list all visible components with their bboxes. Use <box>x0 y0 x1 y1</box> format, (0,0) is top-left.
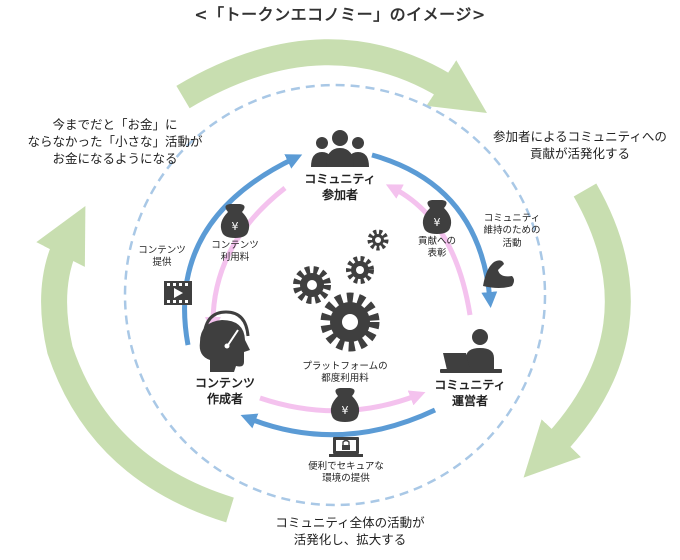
flow-label-line: 便利でセキュアな <box>308 461 384 472</box>
caption-line: 今までだと「お金」に <box>52 117 178 132</box>
arrow-participants-to-creator <box>204 186 287 333</box>
community-boundary-circle <box>123 83 547 507</box>
caption-line: 参加者によるコミュニティへの <box>493 129 667 144</box>
outer-arrow-top <box>176 39 487 113</box>
flow-label-line: 活動 <box>502 237 522 249</box>
node-participants-label: コミュニティ 参加者 <box>300 172 380 203</box>
arrow-participants-to-operator <box>371 152 498 308</box>
flow-label-recognition: 貢献への 表彰 <box>407 236 467 261</box>
outer-arrow-right <box>523 183 631 478</box>
gears-icon <box>293 229 389 352</box>
flow-label-line: コミュニティ <box>483 213 541 224</box>
flow-label-line: 環境の提供 <box>322 473 370 485</box>
secure-laptop-icon <box>329 437 363 457</box>
svg-text:¥: ¥ <box>342 404 349 417</box>
node-label-line: コミュニティ <box>304 172 376 186</box>
flow-label-content-fee: コンテンツ 利用料 <box>205 240 265 265</box>
caption-line: 活発化し、拡大する <box>293 531 407 547</box>
caption-line: お金になるようになる <box>52 150 178 166</box>
caption-contribution-activated: 参加者によるコミュニティへの 貢献が活発化する <box>480 129 680 163</box>
caption-line: ならなかった「小さな」活動が <box>27 133 203 149</box>
flow-label-line: 表彰 <box>427 248 447 260</box>
yen-money-bag-icon: ¥ <box>330 388 360 422</box>
flow-label-line: 都度利用料 <box>321 373 369 385</box>
arrow-creator-to-participants <box>182 154 303 346</box>
flow-label-line: 利用料 <box>220 252 250 264</box>
person-at-laptop-icon <box>440 329 502 373</box>
flexed-arm-icon <box>483 260 514 288</box>
flow-label-line: コンテンツ <box>138 245 186 256</box>
node-label-line: コンテンツ <box>194 376 255 390</box>
caption-community-expands: コミュニティ全体の活動が 活発化し、拡大する <box>250 515 450 549</box>
flow-label-line: 貢献への <box>417 236 456 247</box>
arrow-operator-to-creator <box>240 407 437 438</box>
outer-arrow-bottom-left <box>36 205 234 523</box>
caption-line: コミュニティ全体の活動が <box>275 515 425 530</box>
flow-label-platform-fee: プラットフォームの 都度利用料 <box>290 361 400 386</box>
head-with-headset-icon <box>199 310 250 372</box>
group-people-icon <box>311 130 369 167</box>
svg-text:¥: ¥ <box>434 216 441 229</box>
flow-label-line: コンテンツ <box>211 240 259 251</box>
node-label-line: 作成者 <box>206 391 243 406</box>
flow-label-line: 提供 <box>152 257 172 269</box>
flow-label-content-provision: コンテンツ 提供 <box>132 245 192 270</box>
outer-cycle-arrows <box>36 39 631 523</box>
flow-label-secure-environment: 便利でセキュアな 環境の提供 <box>291 461 401 486</box>
node-label-line: コミュニティ <box>434 378 506 392</box>
node-operator-label: コミュニティ 運営者 <box>430 378 510 409</box>
flow-label-line: プラットフォームの <box>302 361 388 372</box>
diagram-title: <「トークンエコノミー」のイメージ> <box>194 5 486 24</box>
node-label-line: 参加者 <box>321 187 358 202</box>
flow-label-maintenance: コミュニティ 維持のための 活動 <box>472 213 552 250</box>
flow-label-line: 維持のための <box>483 225 541 237</box>
node-label-line: 運営者 <box>451 393 488 408</box>
caption-small-activities-monetized: 今までだと「お金」に ならなかった「小さな」活動が お金になるようになる <box>20 117 210 168</box>
svg-text:¥: ¥ <box>232 220 239 233</box>
film-strip-icon <box>164 281 192 305</box>
node-creator-label: コンテンツ 作成者 <box>185 376 265 407</box>
caption-line: 貢献が活発化する <box>529 145 630 161</box>
yen-money-bag-icon: ¥ <box>220 204 250 238</box>
yen-money-bag-icon: ¥ <box>422 200 452 234</box>
blue-flow-arrows <box>182 152 498 438</box>
arrow-operator-to-participants <box>385 184 473 316</box>
